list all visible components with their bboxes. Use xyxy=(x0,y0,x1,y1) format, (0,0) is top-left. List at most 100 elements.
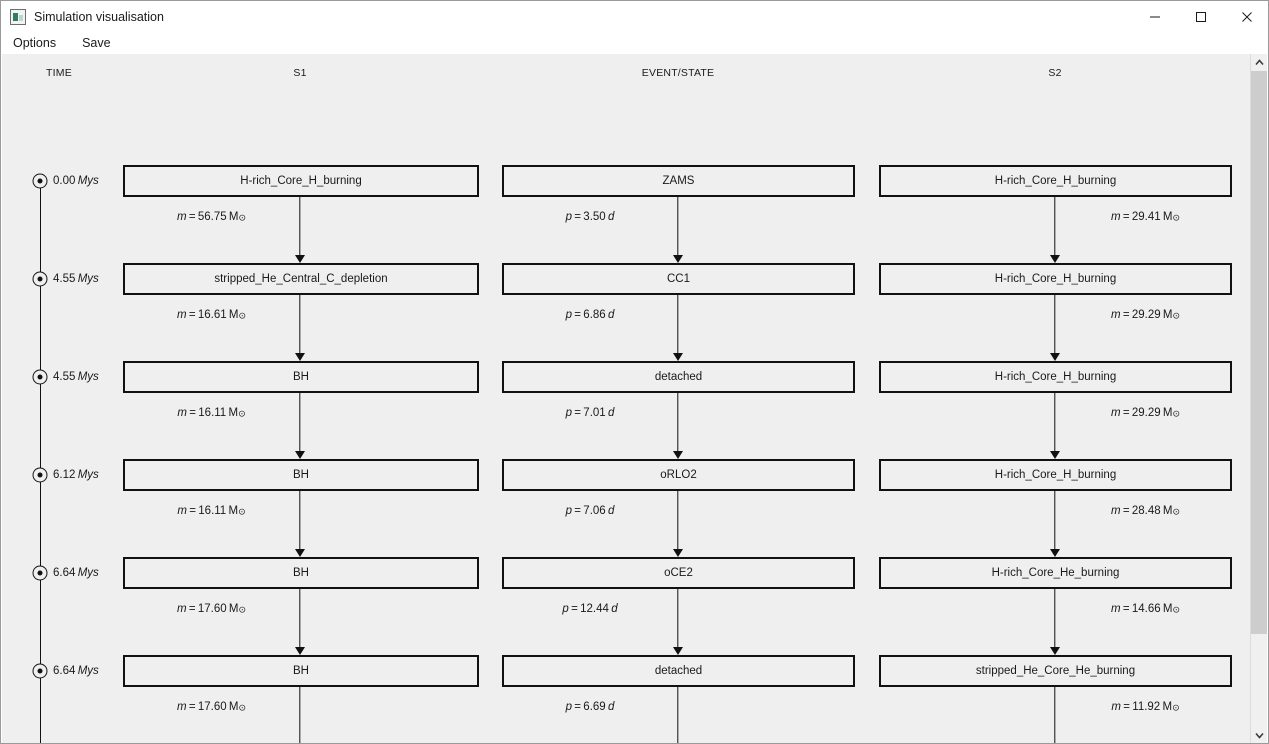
column-header-time: TIME xyxy=(46,67,72,79)
transition-connector xyxy=(677,589,679,649)
state-node[interactable]: BH xyxy=(123,557,479,589)
transition-arrowhead xyxy=(673,451,683,459)
state-node[interactable]: H-rich_Core_H_burning xyxy=(879,361,1232,393)
column-header-s1: S1 xyxy=(293,67,307,79)
timeline-marker[interactable] xyxy=(32,173,48,189)
transition-arrowhead xyxy=(673,647,683,655)
transition-arrowhead xyxy=(673,255,683,263)
transition-connector xyxy=(1054,491,1056,551)
transition-connector xyxy=(1054,687,1056,743)
state-node-label: H-rich_Core_H_burning xyxy=(994,371,1117,383)
transition-connector xyxy=(677,393,679,453)
chevron-down-icon[interactable] xyxy=(1251,727,1267,743)
period-label: p = 6.69 d xyxy=(565,701,615,713)
transition-arrowhead xyxy=(295,549,305,557)
transition-arrowhead xyxy=(673,549,683,557)
vertical-scrollbar[interactable] xyxy=(1250,54,1267,743)
state-node-label: H-rich_Core_H_burning xyxy=(240,175,362,187)
column-header-event-state: EVENT/STATE xyxy=(641,67,715,79)
state-node[interactable]: stripped_He_Central_C_depletion xyxy=(123,263,479,295)
mass-label: m = 16.11 M⊙ xyxy=(177,505,246,517)
state-node-label: ZAMS xyxy=(662,175,695,187)
transition-connector xyxy=(299,491,301,551)
state-node-label: H-rich_Core_H_burning xyxy=(994,175,1117,187)
time-label: 6.12 Mys xyxy=(53,469,99,481)
transition-connector xyxy=(677,491,679,551)
close-icon[interactable] xyxy=(1224,1,1268,32)
state-node[interactable]: BH xyxy=(123,655,479,687)
transition-connector xyxy=(677,295,679,355)
transition-arrowhead xyxy=(295,255,305,263)
state-node[interactable]: BH xyxy=(123,361,479,393)
window-controls xyxy=(1132,1,1268,32)
state-node-label: H-rich_Core_H_burning xyxy=(994,273,1117,285)
state-node[interactable]: H-rich_Core_He_burning xyxy=(879,557,1232,589)
state-node[interactable]: detached xyxy=(502,655,855,687)
mass-label: m = 11.92 M⊙ xyxy=(1111,701,1180,713)
period-label: p = 7.01 d xyxy=(565,407,615,419)
timeline-marker[interactable] xyxy=(32,369,48,385)
menu-item-save[interactable]: Save xyxy=(82,36,111,50)
transition-connector xyxy=(299,295,301,355)
state-node-label: H-rich_Core_He_burning xyxy=(991,567,1120,579)
timeline-marker[interactable] xyxy=(32,271,48,287)
state-node-label: oRLO2 xyxy=(660,469,697,481)
state-node[interactable]: ZAMS xyxy=(502,165,855,197)
state-node-label: BH xyxy=(293,665,309,677)
timeline-marker[interactable] xyxy=(32,565,48,581)
timeline-marker-dot xyxy=(37,668,43,674)
period-label: p = 6.86 d xyxy=(565,309,615,321)
transition-connector xyxy=(677,197,679,257)
state-node[interactable]: H-rich_Core_H_burning xyxy=(879,459,1232,491)
state-node[interactable]: H-rich_Core_H_burning xyxy=(879,165,1232,197)
state-node[interactable]: oRLO2 xyxy=(502,459,855,491)
mass-label: m = 29.41 M⊙ xyxy=(1110,211,1181,223)
period-label: p = 12.44 d xyxy=(562,603,618,615)
state-node-label: stripped_He_Core_He_burning xyxy=(975,665,1136,677)
transition-arrowhead xyxy=(1050,549,1060,557)
transition-arrowhead xyxy=(1050,255,1060,263)
timeline-marker-dot xyxy=(37,374,43,380)
state-node[interactable]: CC1 xyxy=(502,263,855,295)
state-node[interactable]: detached xyxy=(502,361,855,393)
menu-bar: Options Save xyxy=(1,32,1268,54)
transition-connector xyxy=(299,589,301,649)
state-node[interactable]: oCE2 xyxy=(502,557,855,589)
transition-arrowhead xyxy=(673,353,683,361)
maximize-icon[interactable] xyxy=(1178,1,1224,32)
state-node[interactable]: H-rich_Core_H_burning xyxy=(879,263,1232,295)
state-node[interactable]: stripped_He_Core_He_burning xyxy=(879,655,1232,687)
timeline-marker-dot xyxy=(37,472,43,478)
timeline-marker[interactable] xyxy=(32,467,48,483)
minimize-icon[interactable] xyxy=(1132,1,1178,32)
time-label: 4.55 Mys xyxy=(53,273,99,285)
transition-arrowhead xyxy=(295,647,305,655)
transition-connector xyxy=(299,393,301,453)
state-node[interactable]: H-rich_Core_H_burning xyxy=(123,165,479,197)
state-node-label: stripped_He_Central_C_depletion xyxy=(214,273,388,285)
mass-label: m = 16.11 M⊙ xyxy=(177,407,246,419)
state-node[interactable]: BH xyxy=(123,459,479,491)
time-label: 0.00 Mys xyxy=(53,175,99,187)
transition-connector xyxy=(299,197,301,257)
transition-arrowhead xyxy=(1050,647,1060,655)
mass-label: m = 14.66 M⊙ xyxy=(1110,603,1181,615)
timeline-marker[interactable] xyxy=(32,663,48,679)
state-node-label: BH xyxy=(293,469,309,481)
transition-connector xyxy=(299,687,301,743)
column-header-s2: S2 xyxy=(1048,67,1062,79)
state-node-label: detached xyxy=(654,371,703,383)
state-node-label: H-rich_Core_H_burning xyxy=(994,469,1117,481)
period-label: p = 3.50 d xyxy=(565,211,615,223)
time-label: 4.55 Mys xyxy=(53,371,99,383)
scrollbar-thumb[interactable] xyxy=(1251,71,1267,634)
menu-item-options[interactable]: Options xyxy=(13,36,57,50)
transition-arrowhead xyxy=(295,353,305,361)
state-node-label: detached xyxy=(654,665,703,677)
transition-arrowhead xyxy=(1050,451,1060,459)
timeline-marker-dot xyxy=(37,570,43,576)
chevron-up-icon[interactable] xyxy=(1251,54,1267,71)
